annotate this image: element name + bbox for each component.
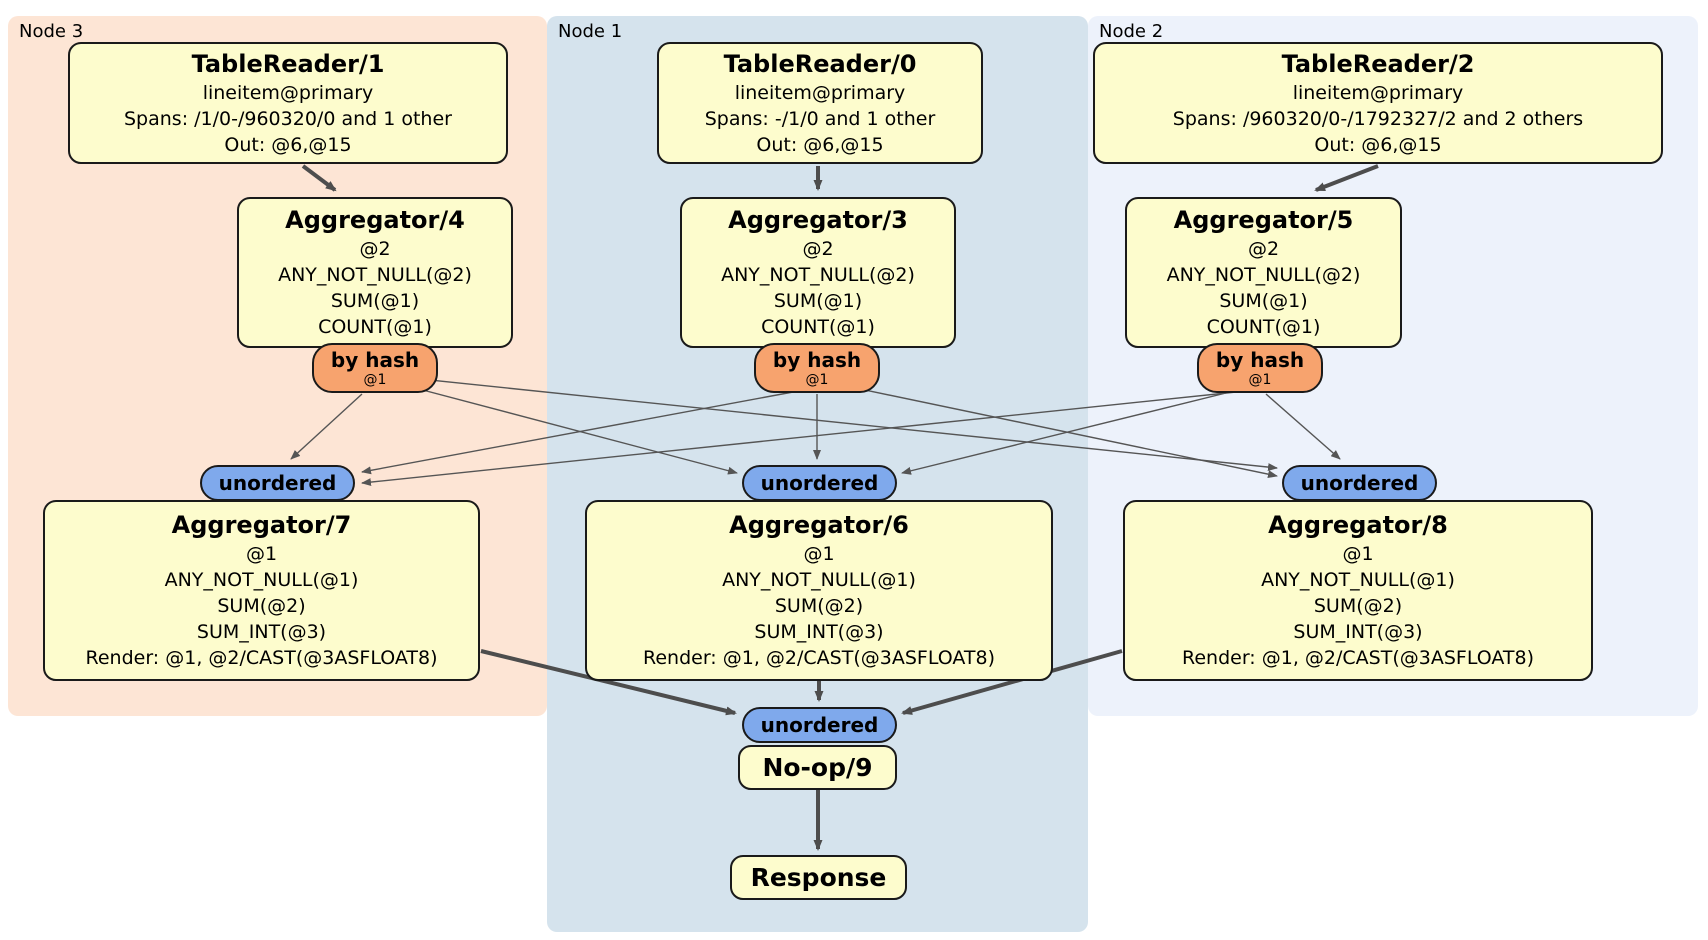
processor-detail: Render: @1, @2/CAST(@3ASFLOAT8) <box>1182 647 1534 669</box>
processor-detail: ANY_NOT_NULL(@2) <box>1166 264 1361 286</box>
processor-detail: COUNT(@1) <box>318 316 432 338</box>
processor-detail: Render: @1, @2/CAST(@3ASFLOAT8) <box>643 647 995 669</box>
sync-label: unordered <box>760 712 879 737</box>
edge-agg8-unordered <box>901 649 1123 715</box>
processor-aggregator-4: Aggregator/4 @2 ANY_NOT_NULL(@2) SUM(@1)… <box>237 197 513 348</box>
edge-hash3-un1 <box>399 383 738 475</box>
processor-detail: Out: @6,@15 <box>1314 133 1442 156</box>
processor-noop-9: No-op/9 <box>738 745 897 790</box>
edge-hash1-un3 <box>361 391 794 475</box>
processor-detail: Spans: /1/0-/960320/0 and 1 other <box>124 107 452 130</box>
processor-detail: SUM_INT(@3) <box>196 621 327 643</box>
edge-tr1-agg4 <box>301 164 337 192</box>
processor-title: TableReader/2 <box>1281 49 1475 78</box>
processor-title: Aggregator/3 <box>728 206 908 234</box>
processor-title: TableReader/0 <box>723 49 917 78</box>
panel-node2-label: Node 2 <box>1099 21 1164 42</box>
processor-detail: lineitem@primary <box>202 81 374 104</box>
sync-label: unordered <box>218 470 337 495</box>
panel-node3-label: Node 3 <box>19 21 84 42</box>
processor-detail: SUM(@1) <box>330 290 420 312</box>
processor-title: Aggregator/7 <box>171 511 352 539</box>
processor-detail: COUNT(@1) <box>761 316 875 338</box>
processor-detail: ANY_NOT_NULL(@1) <box>1261 569 1455 591</box>
processor-title: Aggregator/5 <box>1173 206 1354 234</box>
panel-node1-label: Node 1 <box>558 21 623 42</box>
processor-detail: @2 <box>1247 238 1280 260</box>
processor-detail: SUM(@1) <box>1219 290 1308 312</box>
processor-detail: @1 <box>803 543 835 565</box>
processor-detail: ANY_NOT_NULL(@2) <box>721 264 915 286</box>
response-title: Response <box>750 863 887 892</box>
router-detail: @1 <box>805 371 829 388</box>
edge-hash3-un2 <box>400 376 1278 472</box>
processor-detail: Render: @1, @2/CAST(@3ASFLOAT8) <box>85 647 438 669</box>
router-detail: @1 <box>363 371 387 388</box>
processor-aggregator-3: Aggregator/3 @2 ANY_NOT_NULL(@2) SUM(@1)… <box>680 197 956 348</box>
processor-detail: ANY_NOT_NULL(@2) <box>278 264 472 286</box>
processor-tablereader-0: TableReader/0 lineitem@primary Spans: -/… <box>657 42 983 164</box>
processor-detail: ANY_NOT_NULL(@1) <box>164 569 359 591</box>
edge-hash3-un3 <box>290 393 363 460</box>
response-box: Response <box>730 855 907 900</box>
router-label: by hash <box>1215 347 1305 372</box>
edge-hash1-un2 <box>840 384 1278 479</box>
router-label: by hash <box>330 347 420 372</box>
sync-label: unordered <box>1300 470 1419 495</box>
processor-detail: SUM(@2) <box>217 595 306 617</box>
processor-tablereader-1: TableReader/1 lineitem@primary Spans: /1… <box>68 42 508 164</box>
router-detail: @1 <box>1248 371 1272 388</box>
edge-hash2-un1 <box>901 389 1239 475</box>
processor-detail: SUM(@1) <box>773 290 863 312</box>
sync-unordered-node3: unordered <box>200 465 355 501</box>
router-label: by hash <box>772 347 862 372</box>
processor-aggregator-6: Aggregator/6 @1 ANY_NOT_NULL(@1) SUM(@2)… <box>585 500 1053 681</box>
processor-aggregator-8: Aggregator/8 @1 ANY_NOT_NULL(@1) SUM(@2)… <box>1123 500 1593 681</box>
processor-title: Aggregator/6 <box>729 511 909 539</box>
edge-hash2-un3 <box>361 391 1237 487</box>
processor-detail: Out: @6,@15 <box>224 133 352 156</box>
processor-detail: Spans: -/1/0 and 1 other <box>704 107 936 130</box>
processor-detail: ANY_NOT_NULL(@1) <box>722 569 916 591</box>
processor-aggregator-7: Aggregator/7 @1 ANY_NOT_NULL(@1) SUM(@2)… <box>43 500 480 681</box>
processor-title: Aggregator/8 <box>1268 511 1448 539</box>
processor-aggregator-5: Aggregator/5 @2 ANY_NOT_NULL(@2) SUM(@1)… <box>1125 197 1402 348</box>
processor-detail: COUNT(@1) <box>1206 316 1321 338</box>
router-by-hash-node1: by hash @1 <box>754 343 880 393</box>
processor-title: Aggregator/4 <box>285 206 465 234</box>
processor-detail: SUM_INT(@3) <box>1293 621 1423 643</box>
processor-detail: @2 <box>802 238 834 260</box>
processor-detail: lineitem@primary <box>1292 81 1464 104</box>
processor-detail: SUM_INT(@3) <box>754 621 884 643</box>
sync-unordered-node1: unordered <box>742 465 897 501</box>
router-by-hash-node2: by hash @1 <box>1197 343 1323 393</box>
sync-unordered-node2: unordered <box>1282 465 1437 501</box>
processor-title: TableReader/1 <box>191 49 385 78</box>
processor-title: No-op/9 <box>762 753 873 782</box>
edge-tr2-agg5 <box>1314 164 1379 192</box>
processor-tablereader-2: TableReader/2 lineitem@primary Spans: /9… <box>1093 42 1663 164</box>
processor-detail: Spans: /960320/0-/1792327/2 and 2 others <box>1172 107 1584 130</box>
sync-unordered-final: unordered <box>742 707 897 743</box>
processor-detail: Out: @6,@15 <box>756 133 884 156</box>
processor-detail: lineitem@primary <box>734 81 906 104</box>
sync-label: unordered <box>760 470 879 495</box>
processor-detail: @1 <box>1342 543 1374 565</box>
edge-hash2-un2 <box>1265 393 1341 460</box>
processor-detail: @1 <box>245 543 278 565</box>
edge-agg7-unordered <box>480 649 737 716</box>
processor-detail: @2 <box>359 238 391 260</box>
router-by-hash-node3: by hash @1 <box>312 343 438 393</box>
processor-detail: SUM(@2) <box>1313 595 1403 617</box>
processor-detail: SUM(@2) <box>774 595 864 617</box>
